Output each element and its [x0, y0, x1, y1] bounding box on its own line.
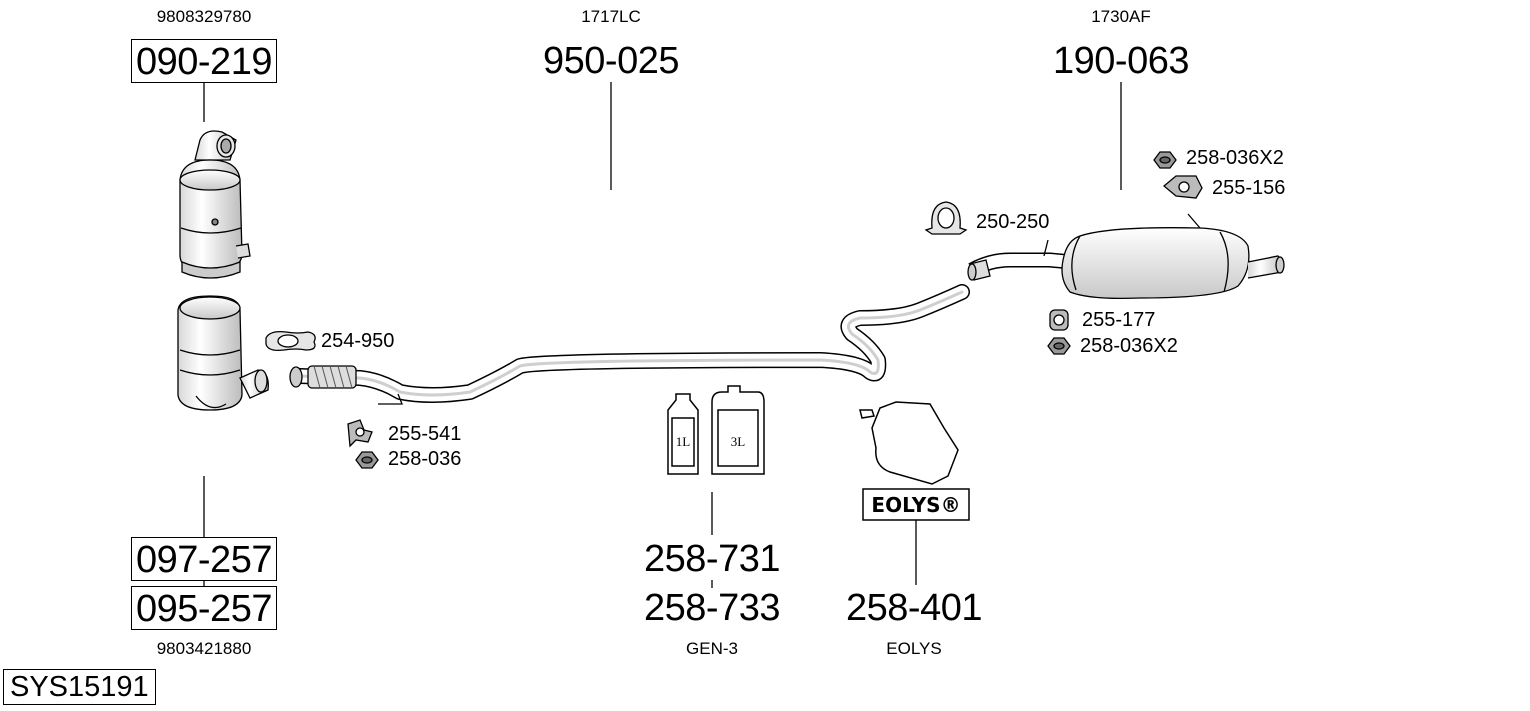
rear-silencer-ref-label: 1730AF	[1091, 7, 1151, 26]
rear-top-mount-label[interactable]: 255-156	[1212, 177, 1286, 199]
front-mount-label[interactable]: 255-541	[388, 423, 462, 445]
rear-bottom-mount-label[interactable]: 255-177	[1082, 309, 1156, 331]
rear-silencer-part-number[interactable]: 190-063	[1053, 40, 1189, 82]
rear-silencer-part	[967, 213, 1285, 300]
eolys-logo: EOLYS®	[862, 488, 970, 521]
front-pipe-part	[289, 284, 970, 405]
cat-lower-part-number-2[interactable]: 095-257	[131, 586, 277, 630]
cat-lower-part-number-1[interactable]: 097-257	[131, 537, 277, 581]
dpf-ref-label: 9808329780	[156, 7, 252, 26]
system-code: SYS15191	[3, 669, 156, 705]
cat-lower-ref-label: 9803421880	[156, 639, 252, 658]
fluid-part-number-2[interactable]: 258-733	[644, 587, 780, 629]
gasket-label[interactable]: 254-950	[321, 330, 395, 352]
fluid-containers	[667, 385, 765, 475]
clamp-label[interactable]: 250-250	[976, 211, 1050, 233]
dpf-lower-part	[177, 295, 269, 411]
fluid-part-number-1[interactable]: 258-731	[644, 538, 780, 580]
front-nut-label[interactable]: 258-036	[388, 448, 462, 470]
front-mount-parts	[347, 419, 379, 469]
dpf-upper-part	[179, 130, 251, 279]
fluid-small-label: 1L	[676, 434, 691, 449]
eolys-bag-part	[859, 401, 959, 485]
front-pipe-ref-label: 1717LC	[581, 7, 641, 26]
eolys-part-number[interactable]: 258-401	[846, 587, 982, 629]
clamp-part	[924, 201, 968, 235]
fluid-ref-label: GEN-3	[686, 639, 738, 658]
leader-lines	[203, 80, 1122, 588]
fluid-large-label: 3L	[731, 434, 746, 449]
front-pipe-part-number[interactable]: 950-025	[543, 40, 679, 82]
gasket-part	[265, 330, 316, 352]
rear-top-mount-parts	[1153, 151, 1203, 199]
svg-text:EOLYS®: EOLYS®	[871, 493, 960, 517]
eolys-ref-label: EOLYS	[886, 639, 942, 658]
rear-bottom-mount-parts	[1047, 309, 1071, 355]
rear-top-nut-label[interactable]: 258-036X2	[1186, 147, 1284, 169]
rear-bottom-nut-label[interactable]: 258-036X2	[1080, 335, 1178, 357]
dpf-part-number[interactable]: 090-219	[131, 39, 277, 83]
